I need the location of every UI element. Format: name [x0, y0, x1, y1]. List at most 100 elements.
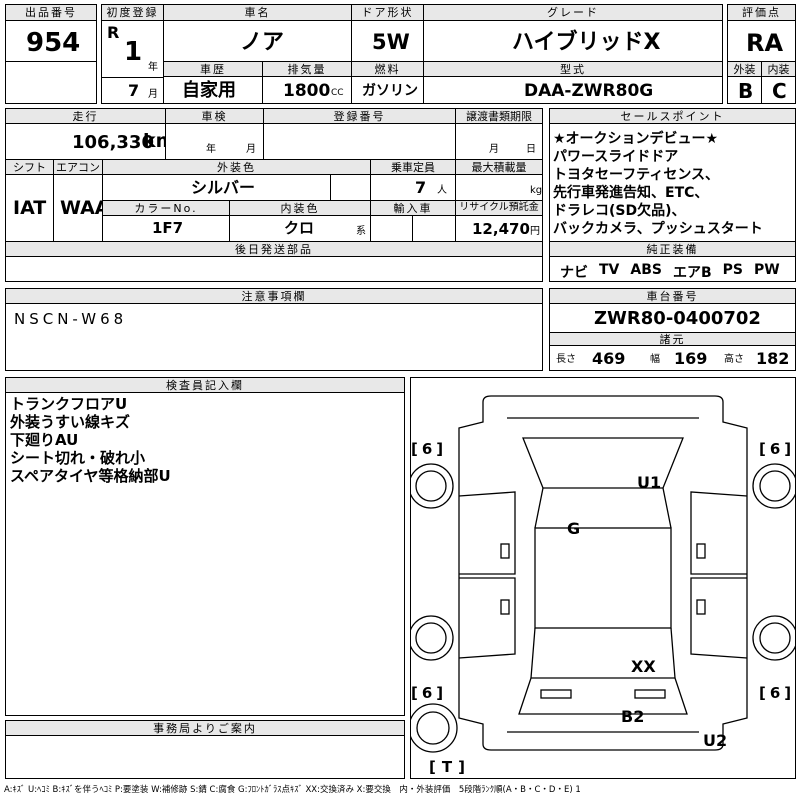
- inspection-month-unit: 月: [246, 144, 256, 155]
- wheel-front-right: [752, 463, 795, 509]
- equipment-label: 純正装備: [549, 241, 796, 257]
- mark-u2: U2: [703, 731, 727, 750]
- doors-label: ドア形状: [351, 4, 424, 21]
- grade-cell: ハイブリッドX: [423, 20, 723, 62]
- inspector-line: スペアタイヤ等格納部U: [10, 467, 171, 485]
- selling-points-label: セールスポイント: [549, 108, 796, 124]
- inspection-year-unit: 年: [206, 144, 216, 155]
- mileage-value: 106,330: [72, 132, 154, 153]
- interior-grade-value: C: [772, 79, 787, 103]
- selling-point-line: バックカメラ、プッシュスタート: [553, 221, 763, 237]
- capacity-label: 乗車定員: [370, 159, 456, 175]
- color-cell: シルバー: [102, 174, 331, 201]
- roof-panel: [534, 527, 672, 629]
- plate-cell[interactable]: [263, 123, 456, 160]
- color-value: シルバー: [191, 178, 256, 197]
- mileage-cell: 106,330 km: [5, 123, 175, 160]
- transfer-deadline-cell: 月 日: [455, 123, 543, 160]
- length-label: 長さ: [556, 354, 576, 365]
- exterior-grade-value: B: [738, 79, 754, 103]
- selling-points-list: ★オークションデビュー★ パワースライドドア トヨタセーフティセンス、 先行車発…: [553, 130, 763, 238]
- tire-front-right-label: [6]: [759, 440, 791, 458]
- equipment-item: PS: [722, 262, 743, 278]
- first-reg-month-cell: 7 月: [101, 77, 164, 104]
- interior-grade-cell: C: [761, 76, 796, 104]
- recycle-unit: 円: [530, 226, 540, 237]
- shift-value: IAT: [13, 197, 47, 219]
- history-label: 車歴: [163, 61, 263, 77]
- inspection-cell: 年 月: [165, 123, 264, 160]
- model-cell: ノア: [163, 20, 352, 62]
- max-load-unit: kg: [530, 185, 543, 196]
- license-plate: [540, 689, 572, 699]
- inspector-label: 検査員記入欄: [5, 377, 405, 393]
- chassis-label: 車台番号: [549, 288, 796, 304]
- model-value: ノア: [240, 30, 285, 55]
- color-label: 外装色: [102, 159, 371, 175]
- interior-color-cell: クロ 系: [229, 215, 371, 242]
- car-diagram-panel: [6] [6] [6] [6] [T] U1 G XX B2 U2: [410, 377, 796, 779]
- era-value: R: [107, 23, 120, 42]
- notes-value: NSCN-W68: [14, 310, 128, 328]
- equipment-item: エアB: [672, 265, 712, 281]
- interior-color-label: 内装色: [229, 200, 371, 216]
- capacity-cell: 7 人: [370, 174, 456, 201]
- selling-point-line: 先行車発進告知、ETC、: [553, 185, 709, 201]
- fuel-label: 燃料: [351, 61, 424, 77]
- capacity-value: 7: [415, 178, 427, 197]
- displacement-unit: CC: [331, 88, 344, 98]
- legend-text: A:ｷｽﾞ U:ﾍｺﾐ B:ｷｽﾞを伴うﾍｺﾐ P:要塗装 W:補修跡 S:錆 …: [4, 785, 581, 795]
- tire-rear-right-label: [6]: [759, 684, 791, 702]
- inspector-line: 外装うすい線キズ: [10, 413, 131, 431]
- inspector-lines: トランクフロアU 外装うすい線キズ 下廻りAU シート切れ・破れ小 スペアタイヤ…: [10, 395, 171, 485]
- fuel-cell: ガソリン: [351, 76, 424, 104]
- aircon-label: エアコン: [53, 159, 103, 175]
- recycle-label: リサイクル預託金: [455, 200, 543, 216]
- capacity-unit: 人: [437, 185, 447, 196]
- left-doors: [458, 491, 516, 659]
- equipment-item: ナビ: [560, 265, 588, 281]
- height-label: 高さ: [724, 354, 744, 365]
- color-extra-cell: [330, 174, 371, 201]
- score-cell: RA: [727, 20, 796, 62]
- displacement-value: 1800: [283, 81, 331, 101]
- import-label: 輸入車: [370, 200, 456, 216]
- recycle-value: 12,470: [472, 220, 530, 238]
- max-load-label: 最大積載量: [455, 159, 543, 175]
- equipment-item: ABS: [630, 262, 662, 278]
- doors-value: 5W: [372, 30, 410, 54]
- type-code-label: 型式: [423, 61, 723, 77]
- max-load-cell: kg: [455, 174, 543, 201]
- chassis-value: ZWR80-0400702: [594, 308, 761, 329]
- displacement-cell: 1800 CC: [262, 76, 352, 104]
- mark-xx: XX: [631, 657, 656, 676]
- office-cell: [5, 735, 405, 779]
- selling-point-line: ★オークションデビュー★: [553, 131, 719, 147]
- shift-label: シフト: [5, 159, 54, 175]
- import-cell-b: [412, 215, 456, 242]
- inspector-line: トランクフロアU: [10, 395, 128, 413]
- inspection-label: 車検: [165, 108, 264, 124]
- exterior-grade-label: 外装: [727, 61, 762, 77]
- model-label: 車名: [163, 4, 352, 21]
- interior-grade-label: 内装: [761, 61, 796, 77]
- mileage-label: 走行: [5, 108, 166, 124]
- month-unit: 月: [148, 89, 158, 100]
- length-value: 469: [592, 349, 626, 368]
- selling-point-line: パワースライドドア: [553, 149, 679, 165]
- type-code-value: DAA-ZWR80G: [524, 81, 654, 101]
- import-cell-a: [370, 215, 413, 242]
- inspector-line: シート切れ・破れ小: [10, 449, 146, 467]
- spare-marker-label: [T]: [429, 758, 465, 776]
- notes-label: 注意事項欄: [5, 288, 543, 304]
- body-outline: [458, 395, 748, 751]
- score-value: RA: [746, 29, 784, 57]
- height-value: 182: [756, 349, 790, 368]
- spare-tire: [411, 703, 458, 753]
- score-label: 評価点: [727, 4, 796, 21]
- width-label: 幅: [650, 354, 660, 365]
- transfer-deadline-label: 譲渡書類期限: [455, 108, 543, 124]
- exterior-grade-cell: B: [727, 76, 762, 104]
- chassis-cell: ZWR80-0400702: [549, 303, 796, 333]
- inspector-line: 下廻りAU: [10, 431, 79, 449]
